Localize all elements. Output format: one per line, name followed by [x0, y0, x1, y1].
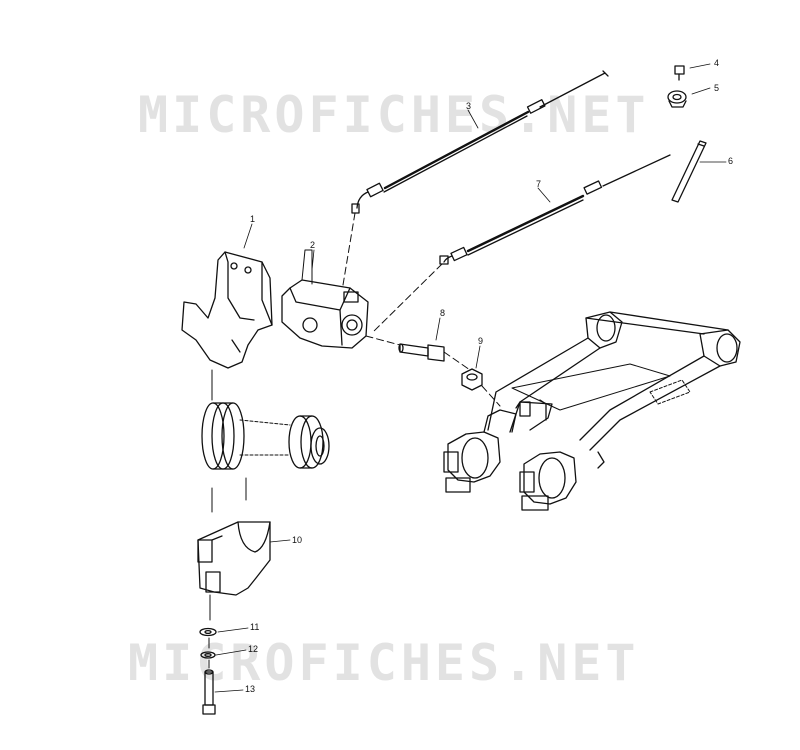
- lower-mount-part-10: [197, 521, 271, 596]
- clip-part-5: [667, 90, 687, 108]
- brake-disc-hub: [201, 402, 330, 470]
- caliper-part-2: [281, 249, 401, 349]
- callout-3: 3: [466, 101, 472, 111]
- washer-part-11: [199, 627, 217, 637]
- screw-part-4: [674, 65, 685, 81]
- tube-part-6: [671, 140, 707, 203]
- bolt-part-8: [398, 343, 445, 362]
- assembly-centerlines: [208, 369, 247, 669]
- callout-9: 9: [478, 336, 484, 346]
- washer-part-12: [200, 651, 216, 659]
- nut-part-9: [461, 368, 483, 391]
- callout-11: 11: [250, 622, 260, 632]
- callout-leaders: [214, 63, 727, 693]
- callout-13: 13: [245, 684, 256, 694]
- callout-1: 1: [250, 214, 256, 224]
- right-axle-clamp: [519, 451, 605, 511]
- callout-2: 2: [310, 240, 316, 250]
- callout-8: 8: [440, 308, 446, 318]
- dashed-link-nut: [481, 385, 501, 407]
- left-axle-clamp: [443, 401, 531, 493]
- callout-4: 4: [714, 58, 720, 68]
- dashed-link-bolt: [443, 351, 471, 371]
- callout-7: 7: [536, 179, 542, 189]
- long-bolt-part-13: [202, 669, 216, 715]
- callout-12: 12: [248, 644, 259, 654]
- callout-6: 6: [728, 156, 734, 166]
- callout-10: 10: [292, 535, 303, 545]
- brake-cable-lower: [371, 154, 671, 334]
- swing-arm: [487, 311, 741, 451]
- callout-5: 5: [714, 83, 720, 93]
- caliper-bracket-part-1: [181, 251, 273, 369]
- brake-cable-upper: [342, 70, 609, 286]
